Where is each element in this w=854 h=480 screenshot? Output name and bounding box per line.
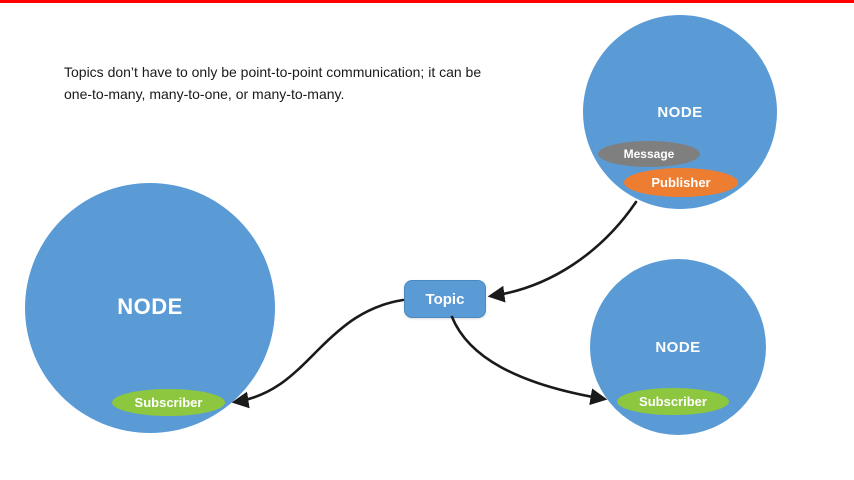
top-red-line xyxy=(0,0,854,3)
publisher-pill: Publisher xyxy=(624,168,738,197)
description-text: Topics don’t have to only be point-to-po… xyxy=(64,64,482,103)
arrow-topic-to-bottom-right-subscriber xyxy=(450,315,608,406)
arrow-publisher-to-topic xyxy=(487,200,638,303)
node-bottom-right-label: NODE xyxy=(655,339,701,356)
node-left-label: NODE xyxy=(117,294,183,319)
node-top-right-label: NODE xyxy=(657,104,703,121)
message-pill: Message xyxy=(598,141,700,167)
subscriber-bottom-right-pill: Subscriber xyxy=(617,388,729,415)
subscriber-left-pill: Subscriber xyxy=(112,389,225,416)
topic-box: Topic xyxy=(404,280,486,318)
